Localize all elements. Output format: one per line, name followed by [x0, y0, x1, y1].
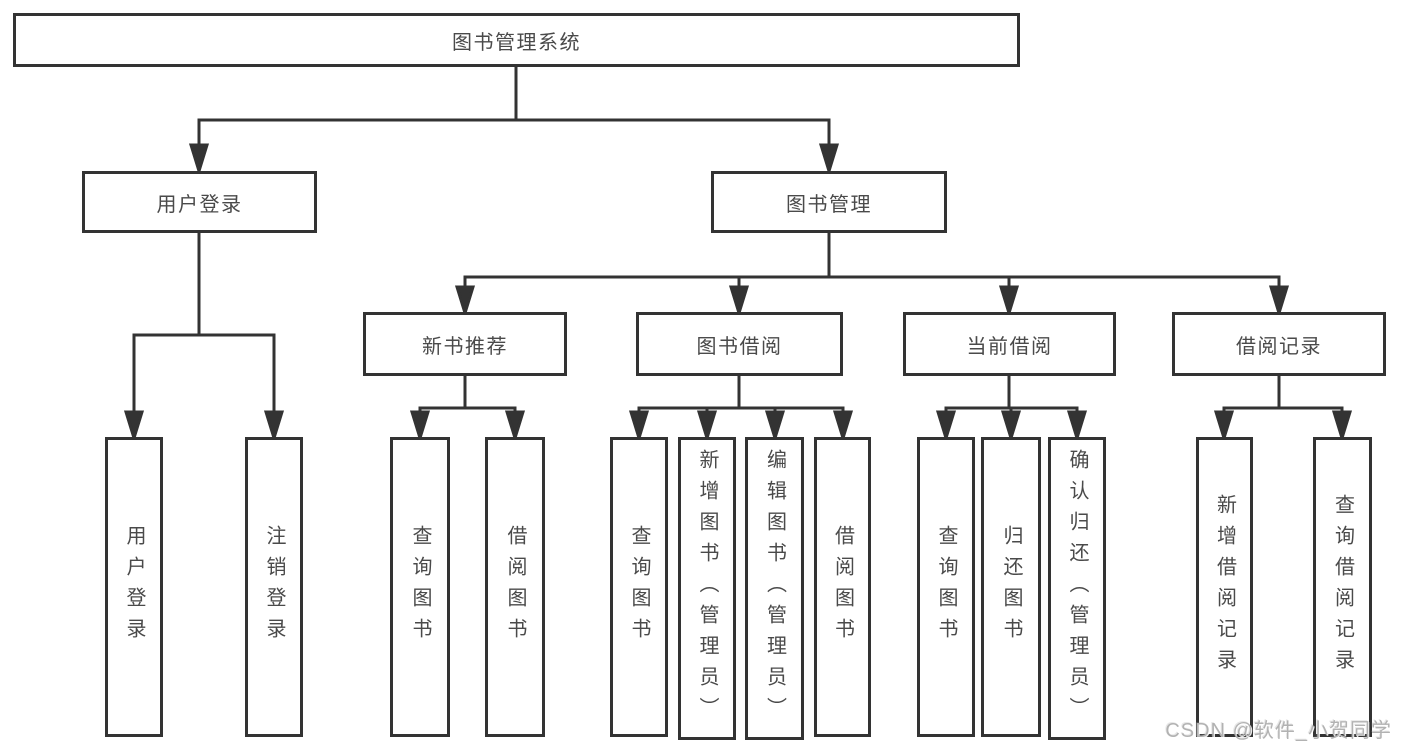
node-book-borrowing: 图书借阅: [636, 312, 843, 376]
leaf-add-books-admin: 新增图书（管理员）: [678, 437, 736, 740]
node-book-management: 图书管理: [711, 171, 947, 233]
leaf-label: 确认归还（管理员）: [1066, 449, 1088, 728]
leaf-add-borrow-record: 新增借阅记录: [1196, 437, 1253, 737]
leaf-label: 注销登录: [263, 525, 285, 649]
node-user-login: 用户登录: [82, 171, 317, 233]
leaf-label: 查询图书: [628, 525, 650, 649]
arrowhead: [1066, 410, 1088, 444]
arrowhead: [504, 410, 526, 444]
connector-book-borrow-to-leaves: [628, 376, 854, 444]
connector-book-management-to-level3: [454, 233, 1290, 319]
leaf-label: 查询借阅记录: [1331, 494, 1354, 680]
arrowhead: [696, 410, 718, 444]
leaf-label: 新增图书（管理员）: [696, 449, 718, 728]
leaf-borrow-books: 借阅图书: [814, 437, 871, 737]
leaf-return-books: 归还图书: [981, 437, 1041, 737]
arrowhead: [764, 410, 786, 444]
arrowhead: [454, 285, 476, 319]
arrowhead: [628, 410, 650, 444]
arrowhead: [1000, 410, 1022, 444]
connector-new-book-to-leaves: [409, 376, 526, 444]
leaf-edit-books-admin: 编辑图书（管理员）: [745, 437, 804, 740]
leaf-user-login: 用户登录: [105, 437, 163, 737]
arrowhead: [998, 285, 1020, 319]
arrowhead: [935, 410, 957, 444]
arrowhead: [409, 410, 431, 444]
leaf-label: 借阅图书: [504, 525, 526, 649]
connector-current-borrow-to-leaves: [935, 376, 1088, 444]
node-current-borrowing: 当前借阅: [903, 312, 1116, 376]
leaf-confirm-return-admin: 确认归还（管理员）: [1048, 437, 1106, 740]
arrowhead: [123, 410, 145, 444]
leaf-label: 查询图书: [409, 525, 431, 649]
node-borrowing-records: 借阅记录: [1172, 312, 1386, 376]
leaf-query-books: 查询图书: [610, 437, 668, 737]
node-library-management-system: 图书管理系统: [13, 13, 1020, 67]
arrowhead: [728, 285, 750, 319]
arrowhead: [263, 410, 285, 444]
leaf-label: 新增借阅记录: [1213, 494, 1236, 680]
leaf-borrow-books: 借阅图书: [485, 437, 545, 737]
leaf-label: 归还图书: [1000, 525, 1022, 649]
leaf-query-borrow-record: 查询借阅记录: [1313, 437, 1372, 737]
arrowhead: [188, 143, 210, 177]
connector-borrow-records-to-leaves: [1213, 376, 1353, 444]
arrowhead: [1268, 285, 1290, 319]
node-new-book-recommendation: 新书推荐: [363, 312, 567, 376]
arrowhead: [832, 410, 854, 444]
arrowhead: [1213, 410, 1235, 444]
leaf-logout: 注销登录: [245, 437, 303, 737]
connector-root-to-level2: [188, 67, 840, 177]
arrowhead: [818, 143, 840, 177]
csdn-watermark: CSDN @软件_小贺同学: [1165, 720, 1392, 742]
connector-user-login-to-leaves: [123, 233, 285, 444]
leaf-label: 编辑图书（管理员）: [763, 449, 786, 728]
leaf-query-books: 查询图书: [390, 437, 450, 737]
leaf-query-books: 查询图书: [917, 437, 975, 737]
leaf-label: 查询图书: [935, 525, 957, 649]
leaf-label: 用户登录: [123, 525, 145, 649]
leaf-label: 借阅图书: [831, 525, 854, 649]
arrowhead: [1331, 410, 1353, 444]
